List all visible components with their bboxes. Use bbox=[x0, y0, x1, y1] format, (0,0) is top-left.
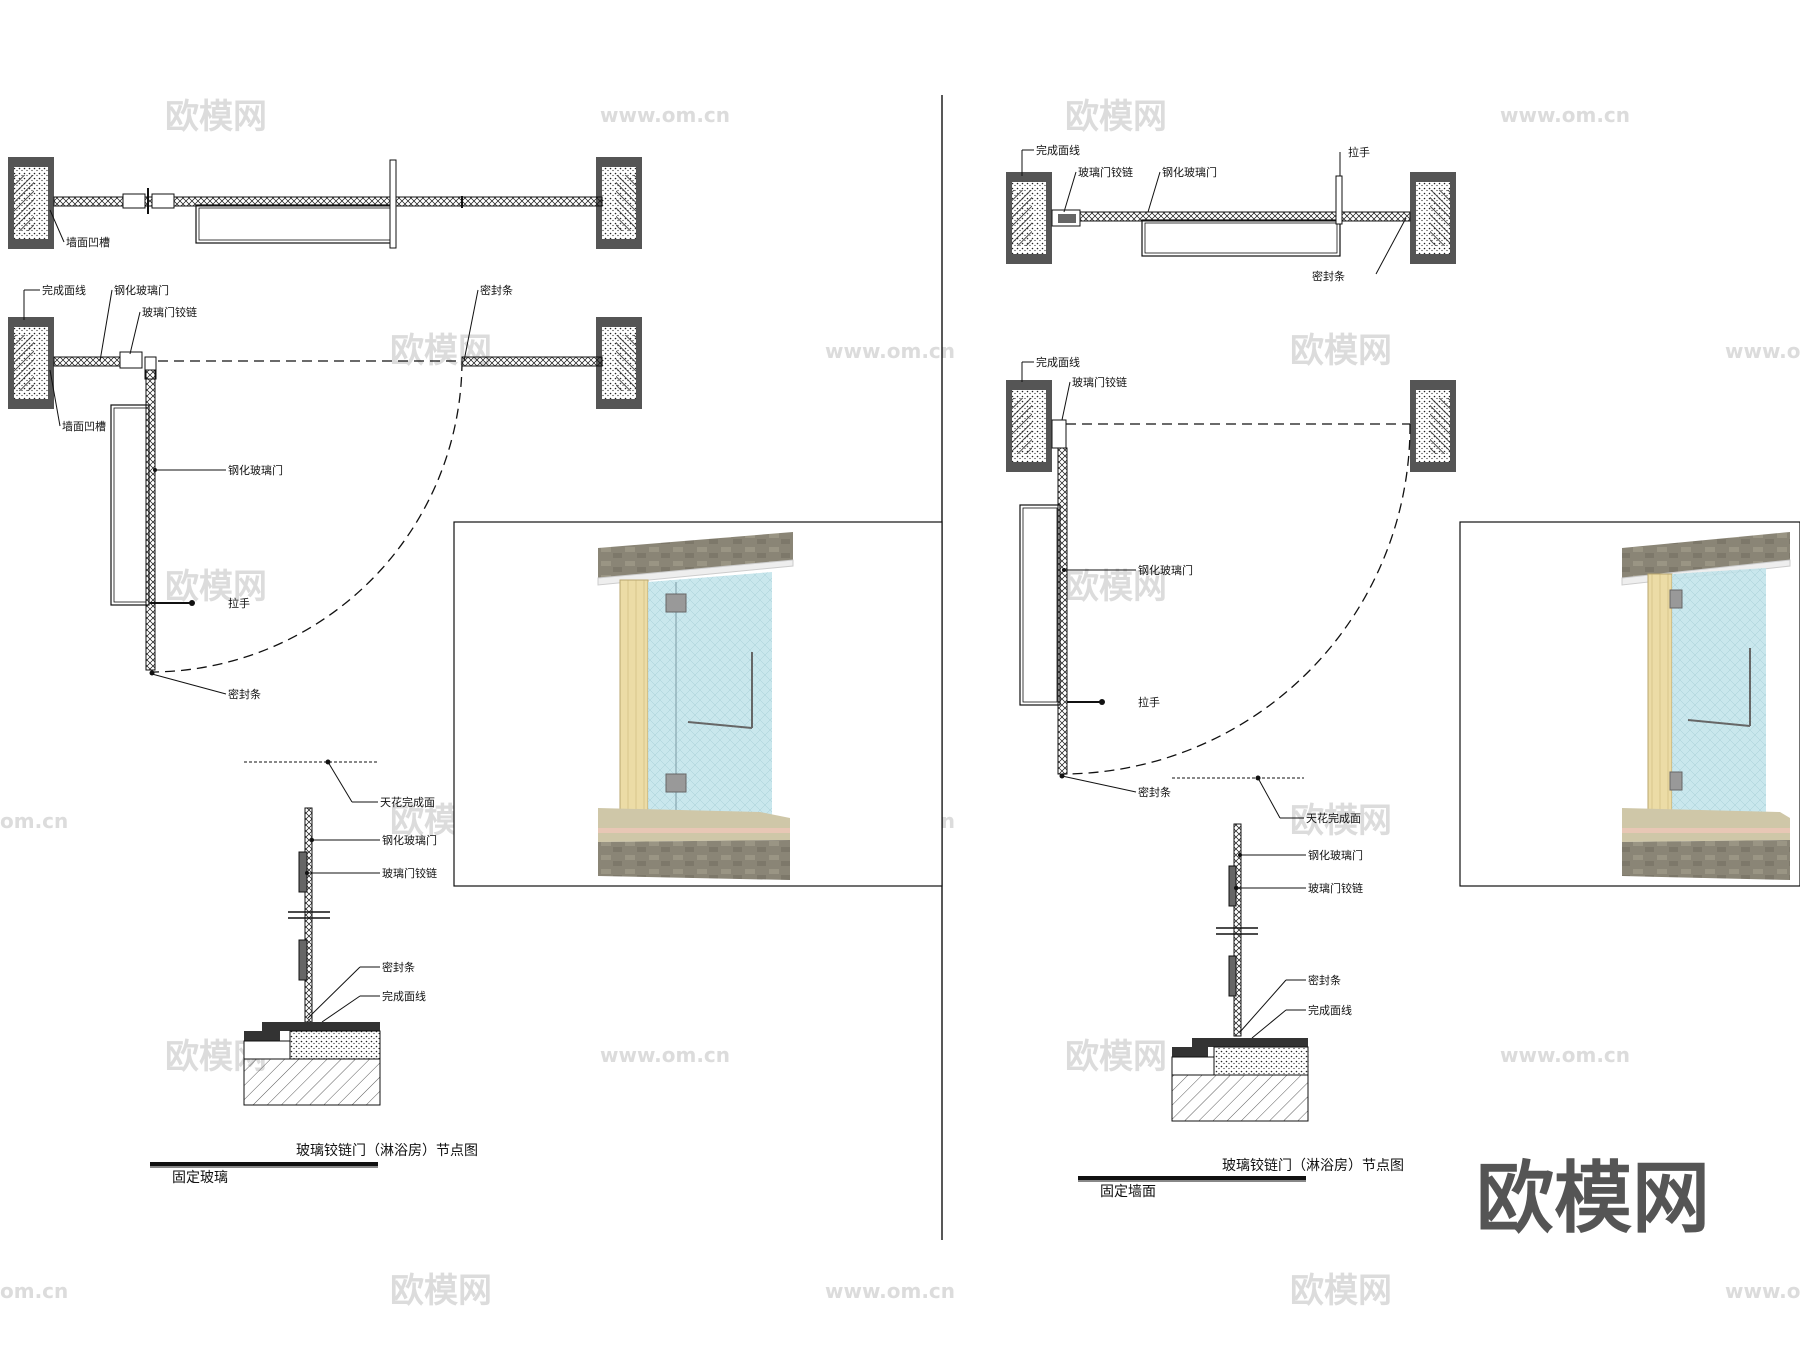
watermark-brand: 欧模网 bbox=[1065, 1037, 1167, 1077]
drawing-title: 玻璃铰链门（淋浴房）节点图 bbox=[296, 1142, 478, 1159]
label-wall-recess: 墙面凹槽 bbox=[66, 235, 110, 249]
label-tempered-glass: 钢化玻璃门 bbox=[1308, 848, 1363, 862]
watermark-brand: 欧模网 bbox=[1290, 1271, 1392, 1311]
right-3d-render bbox=[1459, 521, 1800, 887]
brand-watermark-large: 欧模网 bbox=[1476, 1154, 1710, 1244]
left-plan-open: 完成面线 钢化玻璃门 玻璃门铰链 密封条 墙面凹槽 钢化玻璃门 拉手 密封条 bbox=[8, 283, 642, 701]
label-seal-strip: 密封条 bbox=[1138, 785, 1171, 799]
label-glass-hinge: 玻璃门铰链 bbox=[1072, 375, 1127, 389]
left-3d-render bbox=[453, 521, 943, 887]
left-section: 天花完成面 钢化玻璃门 玻璃门铰链 密封条 完成面线 bbox=[243, 759, 437, 1106]
label-handle: 拉手 bbox=[228, 596, 250, 610]
watermark-url: www.om.cn bbox=[1500, 103, 1630, 127]
label-ceiling-finish: 天花完成面 bbox=[1306, 811, 1361, 825]
left-title-block: 玻璃铰链门（淋浴房）节点图 固定玻璃 bbox=[150, 1142, 478, 1186]
drawing-subtitle: 固定玻璃 bbox=[172, 1169, 228, 1186]
label-tempered-glass: 钢化玻璃门 bbox=[1138, 563, 1193, 577]
watermark-url-partial: om.cn bbox=[0, 1279, 68, 1303]
drawing-title: 玻璃铰链门（淋浴房）节点图 bbox=[1222, 1157, 1404, 1174]
watermark-url-partial: www.om.cn bbox=[1725, 1279, 1800, 1303]
label-seal-strip: 密封条 bbox=[1312, 269, 1345, 283]
right-title-block: 玻璃铰链门（淋浴房）节点图 固定墙面 bbox=[1078, 1157, 1404, 1200]
label-glass-hinge: 玻璃门铰链 bbox=[1308, 881, 1363, 895]
right-plan-open: 完成面线 玻璃门铰链 钢化玻璃门 拉手 密封条 bbox=[1006, 355, 1456, 799]
watermark-url: www.om.cn bbox=[600, 1043, 730, 1067]
watermark-url: www.om.cn bbox=[825, 339, 955, 363]
watermark-brand: 欧模网 bbox=[165, 567, 267, 607]
label-finish-line: 完成面线 bbox=[382, 989, 426, 1003]
label-tempered-glass: 钢化玻璃门 bbox=[1162, 165, 1217, 179]
label-glass-hinge: 玻璃门铰链 bbox=[1078, 165, 1133, 179]
watermark-brand: 欧模网 bbox=[165, 97, 267, 137]
watermark-url-partial: www.om.cn bbox=[1725, 339, 1800, 363]
label-seal-strip: 密封条 bbox=[1308, 973, 1341, 987]
right-plan-closed: 完成面线 玻璃门铰链 钢化玻璃门 拉手 密封条 bbox=[1006, 143, 1456, 283]
watermark-brand: 欧模网 bbox=[1065, 97, 1167, 137]
watermark-brand: 欧模网 bbox=[1065, 567, 1167, 607]
watermark-brand: 欧模网 bbox=[1290, 331, 1392, 371]
drawing-subtitle: 固定墙面 bbox=[1100, 1184, 1156, 1200]
label-handle: 拉手 bbox=[1348, 145, 1370, 159]
left-plan-closed: 墙面凹槽 bbox=[8, 157, 642, 249]
label-finish-line: 完成面线 bbox=[1308, 1003, 1352, 1017]
watermark-brand: 欧模网 bbox=[1290, 801, 1392, 841]
right-section: 天花完成面 钢化玻璃门 玻璃门铰链 密封条 完成面线 bbox=[1171, 775, 1363, 1122]
watermark-url: www.om.cn bbox=[1500, 1043, 1630, 1067]
label-seal-strip: 密封条 bbox=[382, 960, 415, 974]
label-tempered-glass-door: 钢化玻璃门 bbox=[228, 463, 283, 477]
watermark-brand: 欧模网 bbox=[390, 1271, 492, 1311]
label-wall-recess: 墙面凹槽 bbox=[62, 419, 106, 433]
watermark-url: www.om.cn bbox=[600, 103, 730, 127]
label-finish-line: 完成面线 bbox=[42, 283, 86, 297]
label-seal-strip-2: 密封条 bbox=[228, 687, 261, 701]
label-tempered-glass: 钢化玻璃门 bbox=[114, 283, 169, 297]
label-finish-line: 完成面线 bbox=[1036, 143, 1080, 157]
label-glass-hinge: 玻璃门铰链 bbox=[382, 866, 437, 880]
watermark-url: www.om.cn bbox=[825, 1279, 955, 1303]
watermark-url-partial: om.cn bbox=[0, 809, 68, 833]
label-glass-hinge: 玻璃门铰链 bbox=[142, 305, 197, 319]
label-seal-strip: 密封条 bbox=[480, 283, 513, 297]
label-ceiling-finish: 天花完成面 bbox=[380, 795, 435, 809]
label-tempered-glass: 钢化玻璃门 bbox=[382, 833, 437, 847]
label-handle: 拉手 bbox=[1138, 695, 1160, 709]
label-finish-line: 完成面线 bbox=[1036, 355, 1080, 369]
